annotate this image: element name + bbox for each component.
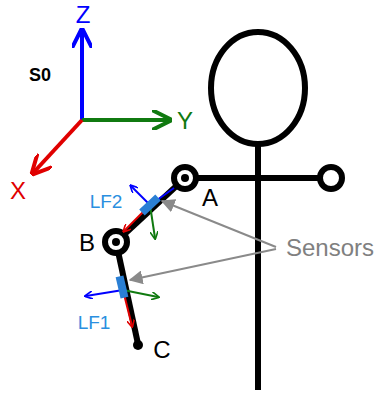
axis-label: Z [76,3,91,27]
z-axis [80,32,84,120]
sensor-lf2 [139,195,161,216]
axis-label: Y [177,109,193,133]
joint-label: A [202,186,218,210]
stick-figure [105,32,342,390]
joint-a [174,167,196,189]
joint-b [105,231,127,253]
sensor-leaders [130,201,276,280]
sensor-lf2-frame [124,186,174,238]
x-axis [34,120,82,172]
world-frame [34,32,168,172]
leader-lf2 [162,201,276,247]
leader-lf1 [130,249,276,280]
callout-label: Sensors [286,236,374,260]
head [211,32,305,144]
lf1-y-axis [123,290,158,297]
lf1-z-axis [86,290,123,296]
joint-label: B [79,231,95,255]
sensor-lf1 [116,275,129,298]
sensor-label: LF2 [90,192,123,211]
lf2-z-axis [131,186,150,205]
sensor-label: LF1 [78,313,111,332]
y-axis [82,118,168,122]
joint-b-center [112,238,120,246]
joint-a-center [181,174,189,182]
frame-name: S0 [29,66,51,84]
point-label: C [153,338,170,362]
point-c [133,340,143,350]
right-shoulder-joint [320,167,342,189]
upper-arm [116,178,185,242]
axis-label: X [10,179,26,203]
lf2-y-axis [150,205,155,238]
shoulders [185,175,320,181]
